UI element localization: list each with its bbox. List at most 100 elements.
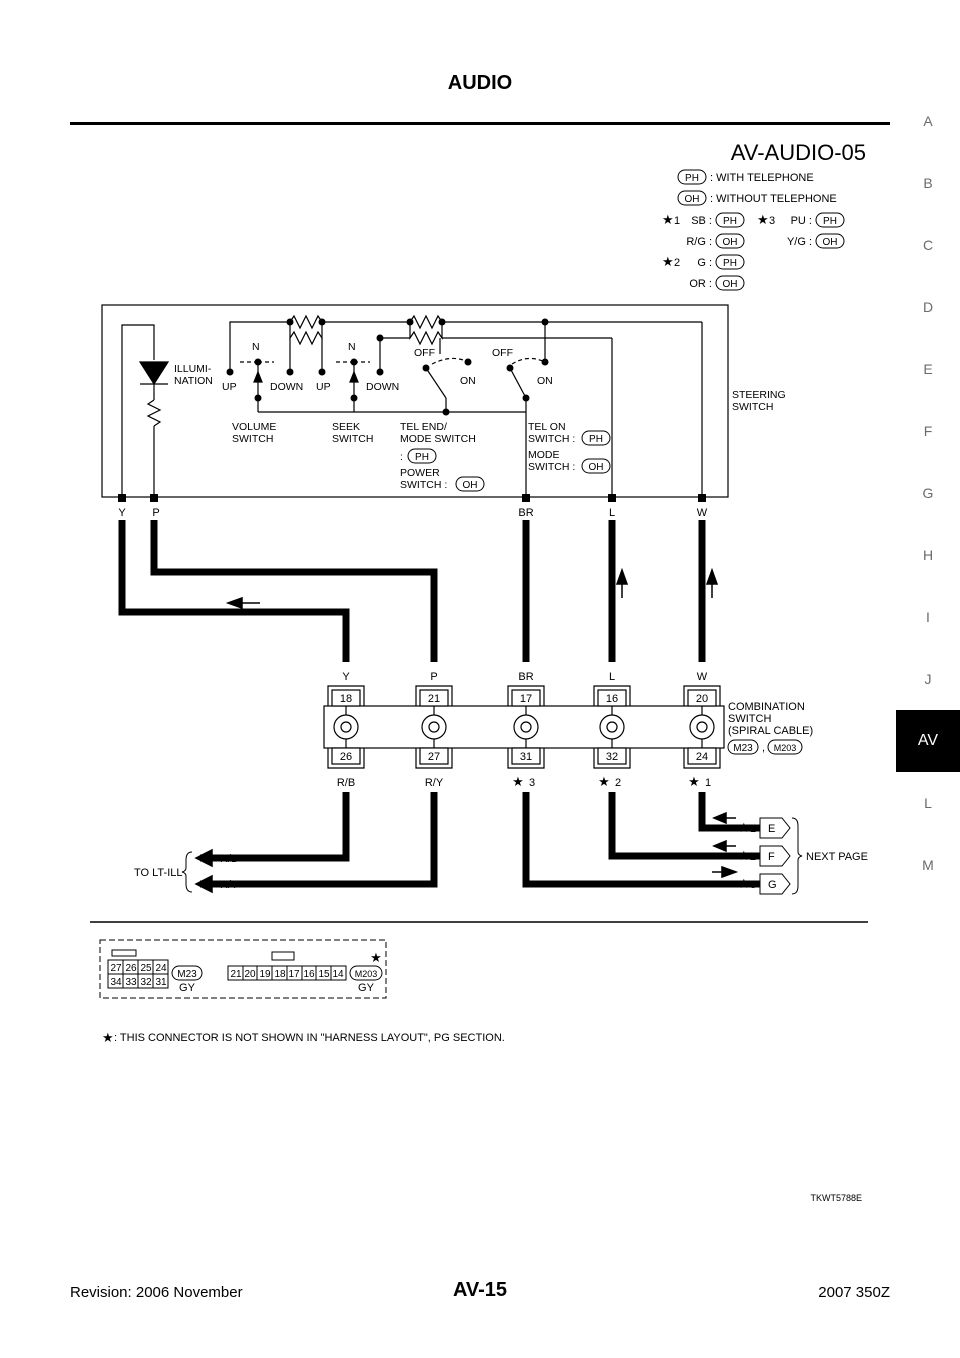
diagram-label: 34 bbox=[110, 977, 122, 988]
diagram-label: R/Y bbox=[220, 879, 239, 891]
svg-text:★: ★ bbox=[370, 950, 382, 965]
section-tabs: A B C D E F G H I J AV L M bbox=[896, 90, 960, 896]
diagram-label: COMBINATION bbox=[728, 701, 805, 713]
diagram-label: 2 bbox=[615, 777, 621, 789]
tel-end-label: MODE SWITCH bbox=[400, 433, 476, 445]
diagram-label: TO LT-ILL bbox=[134, 867, 183, 879]
diagram-label: , bbox=[762, 742, 765, 754]
diagram-label: 16 bbox=[606, 693, 618, 705]
on-label: ON bbox=[460, 375, 476, 387]
section-tab[interactable]: A bbox=[923, 113, 933, 129]
diagram-label: L bbox=[609, 671, 615, 683]
diagram-label: BR bbox=[518, 671, 533, 683]
m203-connector: 21 20 19 18 17 16 15 14 M203 ★ GY bbox=[227, 950, 383, 994]
harness-wires bbox=[118, 520, 760, 888]
diagram-label: OH bbox=[589, 462, 604, 473]
note3: 3 bbox=[769, 215, 775, 227]
section-tab[interactable]: F bbox=[923, 423, 933, 439]
section-tab[interactable]: E bbox=[923, 361, 933, 377]
pu-tag: PH bbox=[823, 216, 837, 227]
svg-text:★: ★ bbox=[688, 774, 700, 789]
figure-id: TKWT5788E bbox=[810, 1193, 862, 1203]
diagram-label: SWITCH bbox=[728, 713, 771, 725]
diagram-label: W bbox=[697, 671, 708, 683]
diagram-label: 32 bbox=[140, 977, 152, 988]
footnote: : THIS CONNECTOR IS NOT SHOWN IN "HARNES… bbox=[114, 1032, 505, 1044]
rg-tag: OH bbox=[723, 237, 738, 248]
diagram-label: R/B bbox=[337, 777, 355, 789]
seek-label: SWITCH bbox=[332, 433, 373, 445]
diagram-label: 14 bbox=[332, 969, 344, 980]
diagram-label: P bbox=[152, 507, 159, 519]
note2: 2 bbox=[674, 257, 680, 269]
diagram-label: 31 bbox=[520, 751, 532, 763]
diagram-label: W bbox=[697, 507, 708, 519]
diagram-label: 24 bbox=[155, 963, 167, 974]
diagram-label: M203 bbox=[355, 969, 378, 979]
diagram-label: 32 bbox=[606, 751, 618, 763]
section-tab[interactable]: C bbox=[922, 237, 934, 253]
flow-arrows bbox=[194, 567, 739, 894]
wire-color-bottom: R/B R/Y ★ 3 ★ 2 ★ 1 bbox=[337, 774, 711, 789]
diagram-label: 20 bbox=[244, 969, 256, 980]
diagram-label: BR bbox=[518, 507, 533, 519]
ph-text: : WITH TELEPHONE bbox=[710, 172, 814, 184]
n-label: N bbox=[252, 341, 260, 353]
section-tab[interactable]: B bbox=[923, 175, 933, 191]
diagram-label: 26 bbox=[340, 751, 352, 763]
oh-tag: OH bbox=[685, 194, 700, 205]
power-label: SWITCH : bbox=[400, 479, 447, 491]
diagram-label: R/B bbox=[220, 853, 238, 865]
down-label: DOWN bbox=[270, 381, 303, 393]
diagram-label: P bbox=[430, 671, 437, 683]
box-terminals bbox=[118, 494, 706, 502]
diagram-label: E bbox=[768, 823, 775, 835]
diagram-label: L bbox=[609, 507, 615, 519]
section-tab[interactable]: L bbox=[924, 795, 932, 811]
connector-view-box bbox=[99, 939, 387, 999]
diagram-label: 1 bbox=[705, 777, 711, 789]
yg-label: Y/G : bbox=[787, 236, 812, 248]
diagram-label: M23 bbox=[177, 969, 197, 980]
steering-switch-label: STEERING bbox=[732, 389, 786, 401]
wire-color-top: Y P BR L W bbox=[118, 507, 707, 519]
switch-labels: ILLUMI- NATION N N OFF OFF ON ON UP DOWN… bbox=[174, 341, 786, 492]
section-tab-active[interactable]: AV bbox=[896, 710, 960, 772]
combination-labels: COMBINATION SWITCH (SPIRAL CABLE) M23 , … bbox=[727, 701, 813, 755]
star-icon: ★ bbox=[102, 1030, 114, 1045]
diagram-label: PH bbox=[589, 434, 603, 445]
diagram-label: (SPIRAL CABLE) bbox=[728, 725, 813, 737]
diagram-label: : bbox=[400, 451, 403, 463]
note1: 1 bbox=[674, 215, 680, 227]
section-tab[interactable]: J bbox=[924, 671, 932, 687]
diagram-label: Y bbox=[118, 507, 126, 519]
diagram-label: Y bbox=[342, 671, 350, 683]
up-label: UP bbox=[222, 381, 237, 393]
diagram-label: 33 bbox=[125, 977, 137, 988]
diagram-label: 26 bbox=[125, 963, 137, 974]
section-tab[interactable]: G bbox=[922, 485, 934, 501]
footer-revision: Revision: 2006 November bbox=[70, 1284, 243, 1301]
illumination-label-2: NATION bbox=[174, 375, 213, 387]
svg-text:★: ★ bbox=[512, 774, 524, 789]
diagram-label: 3 bbox=[750, 879, 756, 891]
diagram-label: 16 bbox=[303, 969, 315, 980]
section-tab[interactable]: D bbox=[922, 299, 934, 315]
g-label: G : bbox=[697, 257, 712, 269]
or-label: OR : bbox=[689, 278, 712, 290]
steering-switch-label: SWITCH bbox=[732, 401, 773, 413]
g-tag: PH bbox=[723, 258, 737, 269]
diagram-label: GY bbox=[358, 982, 375, 994]
pu-label: PU : bbox=[791, 215, 812, 227]
section-tab[interactable]: I bbox=[926, 609, 930, 625]
illumination-label-1: ILLUMI- bbox=[174, 363, 212, 375]
oh-tag-shape bbox=[677, 190, 707, 206]
section-tab[interactable]: M bbox=[922, 857, 934, 873]
diagram-label: OH bbox=[463, 480, 478, 491]
diagram-label: 21 bbox=[428, 693, 440, 705]
section-tab[interactable]: H bbox=[922, 547, 934, 563]
diagram-label: 21 bbox=[230, 969, 242, 980]
diagram-label: 17 bbox=[288, 969, 300, 980]
steering-switch-box bbox=[101, 304, 729, 498]
diagram-label: R/Y bbox=[425, 777, 444, 789]
